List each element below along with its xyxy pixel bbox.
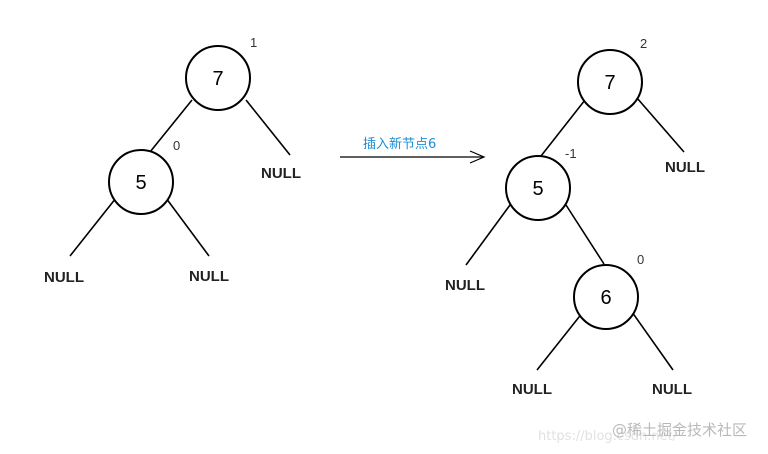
after-left-node [505, 155, 571, 221]
after-left-balance-factor: -1 [565, 146, 577, 161]
after-root-value: 7 [604, 72, 615, 94]
insert-operation-arrow: 插入新节点6 [340, 136, 486, 164]
before-left-value: 5 [135, 172, 146, 194]
after-root-balance-factor: 2 [640, 36, 647, 51]
null-label: NULL [445, 277, 485, 294]
edge-newnode-right-null [631, 311, 674, 371]
before-root-balance-factor: 1 [250, 35, 257, 50]
edge-right-null [165, 197, 210, 257]
edge-left-newnode [565, 204, 605, 265]
edge-newnode-left-null [536, 311, 584, 371]
after-new-node-value: 6 [600, 287, 611, 309]
after-root-node [577, 49, 643, 115]
arrow-head-icon [469, 150, 486, 164]
null-label: NULL [261, 165, 301, 182]
null-label: NULL [665, 159, 705, 176]
after-new-node [573, 264, 639, 330]
null-label: NULL [512, 381, 552, 398]
edge-root-right-null [636, 97, 685, 153]
edge-root-left [540, 99, 586, 157]
edge-root-right-null [245, 99, 291, 156]
null-label: NULL [44, 269, 84, 286]
before-left-node [108, 149, 174, 215]
watermark-url: https://blog.csdn.net/ [538, 429, 678, 444]
null-label: NULL [652, 381, 692, 398]
after-new-node-balance-factor: 0 [637, 252, 644, 267]
edge-left-null [69, 197, 117, 257]
watermark: https://blog.csdn.net/ @稀土掘金技术社区 [538, 421, 747, 444]
before-tree: 7 1 5 0 NULL NULL NULL [44, 35, 301, 286]
null-label: NULL [189, 268, 229, 285]
edge-root-left [149, 99, 193, 153]
edge-left-null [465, 204, 511, 266]
before-root-node [185, 45, 251, 111]
before-root-value: 7 [212, 68, 223, 90]
after-left-value: 5 [532, 178, 543, 200]
insert-operation-label: 插入新节点6 [363, 136, 436, 152]
before-left-balance-factor: 0 [173, 138, 180, 153]
after-tree: 7 2 5 -1 6 0 NULL NULL NULL NULL [445, 36, 705, 398]
watermark-text: @稀土掘金技术社区 [612, 421, 747, 439]
